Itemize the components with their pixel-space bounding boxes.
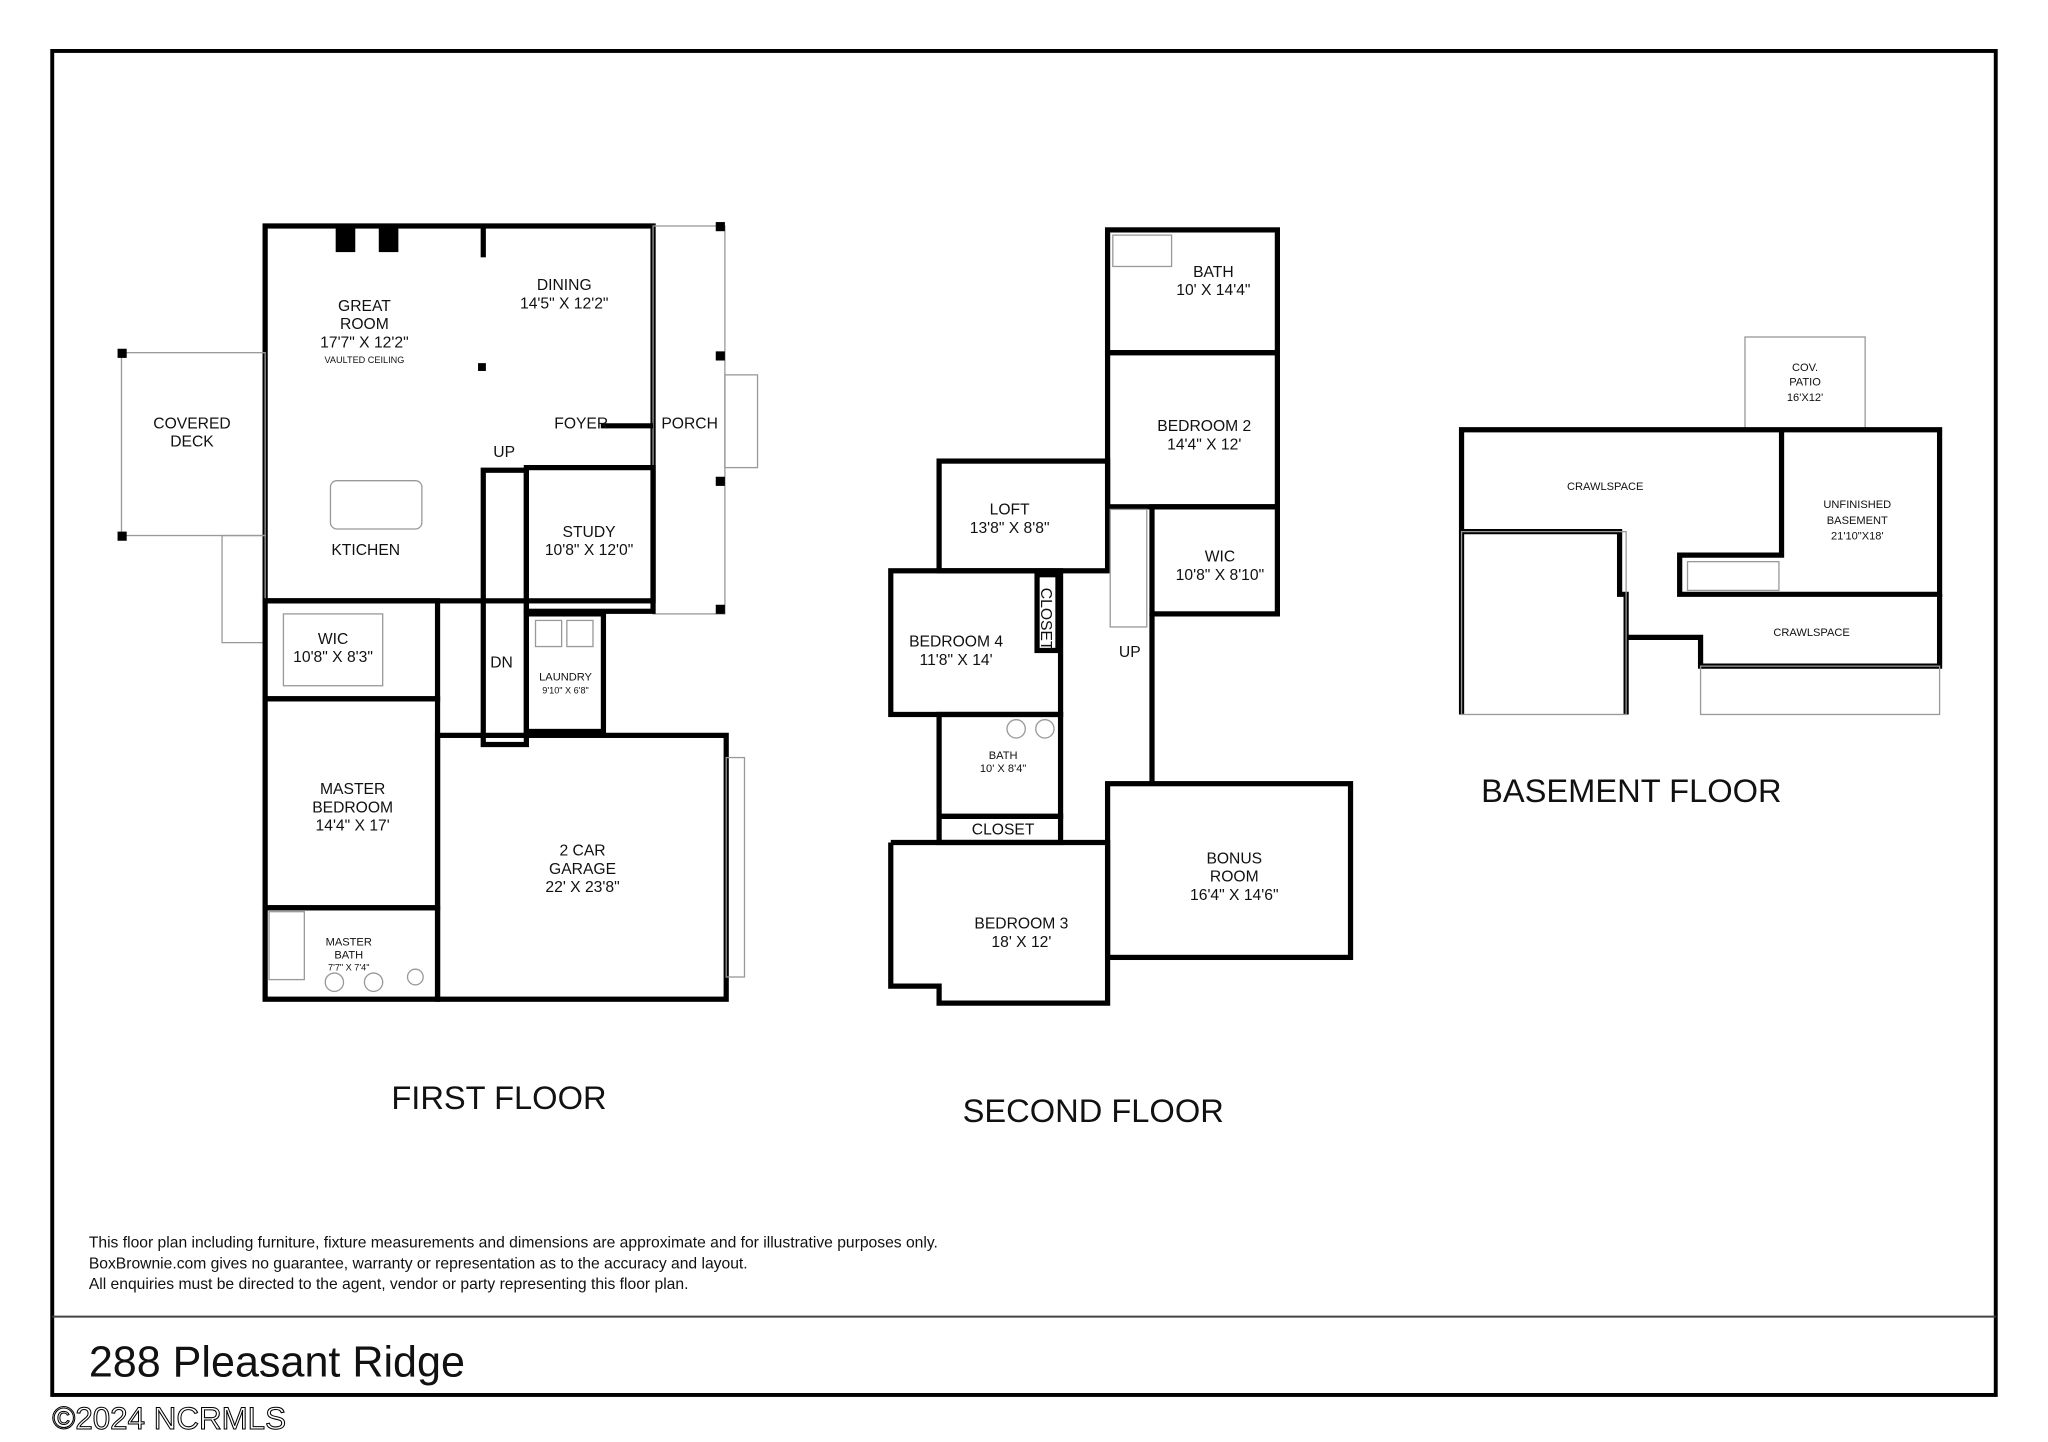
room-master-bedroom-line2: BEDROOM xyxy=(312,799,393,816)
room-great-room-line2: ROOM xyxy=(340,316,389,333)
room-cov-patio-dims: 16'X12' xyxy=(1787,392,1823,404)
room-bath-hall-dims: 10' X 8'4" xyxy=(980,763,1026,775)
room-crawlspace-upper: CRAWLSPACE xyxy=(1567,481,1643,493)
disclaimer-line-3: All enquiries must be directed to the ag… xyxy=(89,1276,689,1293)
room-laundry: LAUNDRY xyxy=(539,672,592,684)
room-porch: PORCH xyxy=(661,415,718,432)
stair-down-label: DN xyxy=(490,654,513,671)
room-bonus-line2: ROOM xyxy=(1210,869,1259,886)
room-laundry-dims: 9'10" X 6'8" xyxy=(542,686,589,696)
room-bath-upper-dims: 10' X 14'4" xyxy=(1176,282,1250,299)
room-study: STUDY xyxy=(563,524,617,541)
room-closet-hall: CLOSET xyxy=(972,822,1035,839)
room-great-room-note: VAULTED CEILING xyxy=(325,355,405,365)
room-foyer: FOYER xyxy=(554,415,608,432)
disclaimer-line-2: BoxBrownie.com gives no guarantee, warra… xyxy=(89,1255,748,1272)
room-bedroom-2-dims: 14'4" X 12' xyxy=(1167,436,1241,453)
room-covered-deck-line2: DECK xyxy=(170,434,214,451)
basement-floor-plan xyxy=(1458,336,1943,716)
second-floor-plan xyxy=(888,227,1354,1006)
room-crawlspace-lower: CRAWLSPACE xyxy=(1773,627,1849,639)
room-garage-dims: 22' X 23'8" xyxy=(545,879,619,896)
room-bath-hall: BATH xyxy=(989,750,1018,762)
room-unfinished-basement-line2: BASEMENT xyxy=(1827,515,1888,527)
stair-up-label-upper: UP xyxy=(1119,644,1141,661)
sheet-border xyxy=(50,48,1998,1397)
room-loft: LOFT xyxy=(990,502,1030,519)
room-dining: DINING xyxy=(537,277,592,294)
room-garage: 2 CAR xyxy=(559,843,605,860)
disclaimer-line-1: This floor plan including furniture, fix… xyxy=(89,1234,938,1251)
room-study-dims: 10'8" X 12'0" xyxy=(545,542,633,559)
room-bath-upper: BATH xyxy=(1193,264,1234,281)
room-dining-dims: 14'5" X 12'2" xyxy=(520,295,608,312)
room-wic-upper: WIC xyxy=(1205,549,1235,566)
room-unfinished-basement: UNFINISHED xyxy=(1823,499,1891,511)
room-master-bath: MASTER xyxy=(326,937,372,949)
room-master-bath-line2: BATH xyxy=(334,950,363,962)
first-floor-plan xyxy=(117,222,759,1002)
room-loft-dims: 13'8" X 8'8" xyxy=(970,520,1050,537)
room-bedroom-4: BEDROOM 4 xyxy=(909,634,1003,651)
stair-up-label: UP xyxy=(493,444,515,461)
room-bedroom-2: BEDROOM 2 xyxy=(1157,418,1251,435)
room-wic-upper-dims: 10'8" X 8'10" xyxy=(1176,567,1264,584)
room-great-room-dims: 17'7" X 12'2" xyxy=(320,334,408,351)
room-unfinished-basement-dims: 21'10"X18' xyxy=(1831,530,1884,542)
room-bedroom-3-dims: 18' X 12' xyxy=(991,934,1051,951)
room-great-room: GREAT xyxy=(338,298,391,315)
room-bonus-dims: 16'4" X 14'6" xyxy=(1190,887,1278,904)
second-floor-title: SECOND FLOOR xyxy=(963,1092,1224,1129)
room-cov-patio: COV. xyxy=(1792,362,1818,374)
first-floor-title: FIRST FLOOR xyxy=(391,1079,606,1116)
room-master-bedroom-dims: 14'4" X 17' xyxy=(316,818,390,835)
room-master-bedroom: MASTER xyxy=(320,781,385,798)
room-closet-bedroom-4: CLOSET xyxy=(1037,588,1054,651)
room-bedroom-3: BEDROOM 3 xyxy=(974,916,1068,933)
basement-floor-title: BASEMENT FLOOR xyxy=(1481,772,1781,809)
room-bedroom-4-dims: 11'8" X 14' xyxy=(920,652,993,669)
room-bonus: BONUS xyxy=(1206,850,1262,867)
property-address: 288 Pleasant Ridge xyxy=(89,1339,465,1387)
room-master-bath-dims: 7'7" X 7'4" xyxy=(328,962,369,972)
room-garage-line2: GARAGE xyxy=(549,861,616,878)
room-covered-deck: COVERED xyxy=(153,415,230,432)
room-kitchen: KTICHEN xyxy=(331,542,400,559)
room-cov-patio-line2: PATIO xyxy=(1789,376,1821,388)
room-wic-dims: 10'8" X 8'3" xyxy=(293,649,373,666)
room-wic: WIC xyxy=(318,631,348,648)
copyright-watermark: ©2024 NCRMLS xyxy=(52,1401,286,1436)
